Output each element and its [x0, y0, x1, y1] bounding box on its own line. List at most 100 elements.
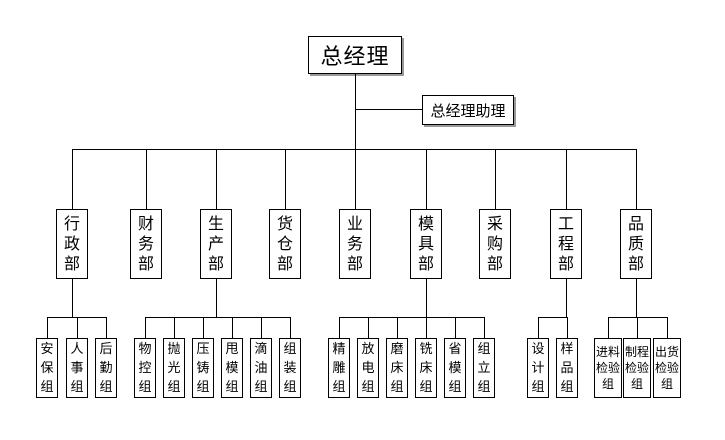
group-box-label: 甩模组 [225, 341, 239, 395]
group-box-label: 后勤组 [99, 341, 113, 395]
group-drop-line [368, 317, 369, 338]
group-box-label: 人事组 [70, 341, 84, 395]
top-node[interactable]: 总经理 [308, 36, 402, 74]
group-bar-line [145, 317, 291, 318]
department-box[interactable]: 采购部 [479, 209, 511, 279]
group-drop-line [484, 317, 485, 338]
group-box[interactable]: 组立组 [473, 338, 495, 398]
department-box[interactable]: 工程部 [550, 209, 582, 279]
group-box[interactable]: 抛光组 [163, 338, 185, 398]
group-box[interactable]: 压铸组 [192, 338, 214, 398]
group-box-label: 设计组 [531, 341, 545, 395]
department-box-label: 财务部 [138, 214, 155, 273]
group-box[interactable]: 物控组 [134, 338, 156, 398]
group-box[interactable]: 安保组 [36, 338, 58, 398]
department-box-label: 品质部 [628, 214, 645, 273]
group-box[interactable]: 出货检验组 [653, 338, 681, 398]
department-box-label: 模具部 [418, 214, 435, 273]
department-box[interactable]: 生产部 [200, 209, 232, 279]
group-box-label: 组装组 [283, 341, 297, 395]
group-drop-line [174, 317, 175, 338]
group-drop-line [145, 317, 146, 338]
group-box-label: 精雕组 [332, 341, 346, 395]
department-box[interactable]: 品质部 [620, 209, 652, 279]
group-drop-line [637, 317, 638, 338]
group-drop-line [232, 317, 233, 338]
group-box[interactable]: 铣床组 [415, 338, 437, 398]
group-drop-line [47, 317, 48, 338]
department-box-label: 业务部 [347, 214, 364, 273]
group-drop-line [567, 317, 568, 338]
group-box[interactable]: 样品组 [556, 338, 578, 398]
group-box-label: 出货检验组 [655, 345, 680, 391]
group-box-label: 组立组 [477, 341, 491, 395]
group-box-label: 安保组 [40, 341, 54, 395]
group-drop-line [397, 317, 398, 338]
group-drop-line [667, 317, 668, 338]
department-box-label: 行政部 [64, 214, 81, 273]
group-box-label: 磨床组 [390, 341, 404, 395]
group-stem-line [636, 279, 637, 317]
group-drop-line [608, 317, 609, 338]
group-box[interactable]: 制程检验组 [623, 338, 651, 398]
group-drop-line [77, 317, 78, 338]
group-box-label: 铣床组 [419, 341, 433, 395]
department-box[interactable]: 业务部 [339, 209, 371, 279]
group-box-label: 滴油组 [254, 341, 268, 395]
group-drop-line [106, 317, 107, 338]
group-box[interactable]: 设计组 [527, 338, 549, 398]
department-drop-line [636, 149, 637, 209]
group-drop-line [261, 317, 262, 338]
group-box-label: 压铸组 [196, 341, 210, 395]
group-box[interactable]: 甩模组 [221, 338, 243, 398]
group-box[interactable]: 滴油组 [250, 338, 272, 398]
group-box-label: 物控组 [138, 341, 152, 395]
department-box[interactable]: 货仓部 [269, 209, 301, 279]
department-drop-line [146, 149, 147, 209]
department-drop-line [355, 149, 356, 209]
department-box-label: 工程部 [558, 214, 575, 273]
group-box[interactable]: 人事组 [66, 338, 88, 398]
group-box-label: 样品组 [560, 341, 574, 395]
department-drop-line [285, 149, 286, 209]
assistant-branch-line [355, 109, 422, 110]
group-box[interactable]: 磨床组 [386, 338, 408, 398]
department-bus-line [72, 149, 637, 150]
group-box[interactable]: 精雕组 [328, 338, 350, 398]
department-drop-line [566, 149, 567, 209]
group-drop-line [426, 317, 427, 338]
group-drop-line [455, 317, 456, 338]
group-bar-line [538, 317, 568, 318]
department-box[interactable]: 财务部 [130, 209, 162, 279]
trunk-line [355, 74, 356, 149]
department-drop-line [495, 149, 496, 209]
assistant-node-label: 总经理助理 [430, 101, 506, 120]
department-box-label: 货仓部 [277, 214, 294, 273]
department-box-label: 采购部 [487, 214, 504, 273]
group-box[interactable]: 组装组 [279, 338, 301, 398]
group-stem-line [426, 279, 427, 317]
department-drop-line [216, 149, 217, 209]
group-stem-line [566, 279, 567, 317]
group-bar-line [608, 317, 668, 318]
group-box-label: 放电组 [361, 341, 375, 395]
group-drop-line [339, 317, 340, 338]
department-drop-line [72, 149, 73, 209]
department-box-label: 生产部 [208, 214, 225, 273]
department-box[interactable]: 行政部 [56, 209, 88, 279]
group-stem-line [72, 279, 73, 317]
group-box[interactable]: 省模组 [444, 338, 466, 398]
group-box[interactable]: 后勤组 [95, 338, 117, 398]
group-box-label: 抛光组 [167, 341, 181, 395]
group-drop-line [290, 317, 291, 338]
group-drop-line [203, 317, 204, 338]
department-box[interactable]: 模具部 [410, 209, 442, 279]
group-bar-line [339, 317, 485, 318]
assistant-node[interactable]: 总经理助理 [422, 95, 514, 125]
group-drop-line [538, 317, 539, 338]
group-box-label: 省模组 [448, 341, 462, 395]
top-node-label: 总经理 [320, 45, 390, 70]
group-box[interactable]: 放电组 [357, 338, 379, 398]
group-box[interactable]: 进料检验组 [594, 338, 622, 398]
